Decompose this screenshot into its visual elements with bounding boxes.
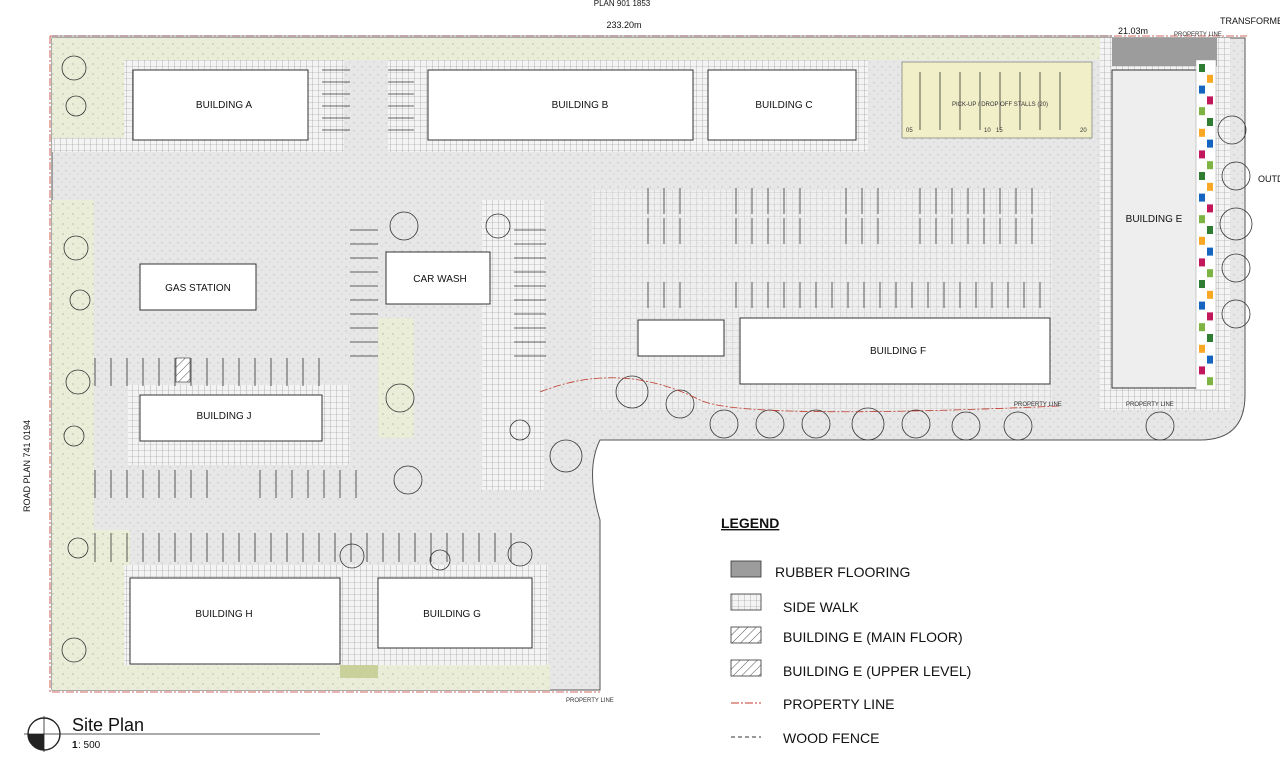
legend-title: LEGEND xyxy=(721,515,779,531)
property-line-curve xyxy=(539,377,1061,413)
sidewalk-left-row xyxy=(52,138,344,152)
colour-tile xyxy=(1207,355,1213,364)
colour-tile xyxy=(1207,118,1213,126)
building-f-shape xyxy=(739,317,1051,385)
building-j-label: BUILDING J xyxy=(196,411,251,422)
stall-15: 15 xyxy=(996,128,1003,134)
building-e-shape xyxy=(1111,69,1201,389)
pickup-label: PICK-UP / DROP OFF STALLS (20) xyxy=(952,102,1048,108)
colour-tile xyxy=(1207,334,1213,342)
property-line-note-3: PROPERTY LINE xyxy=(1174,32,1222,38)
road-plan-label: ROAD PLAN 741 0194 xyxy=(22,420,32,512)
colour-tile xyxy=(1199,258,1205,267)
building-g-shape xyxy=(377,577,533,649)
gas-station-shape xyxy=(139,263,257,311)
colour-tile xyxy=(1207,161,1213,170)
colour-tile xyxy=(1199,323,1205,332)
legend-label-sidewalk: SIDE WALK xyxy=(783,599,859,615)
building-g-label: BUILDING G xyxy=(423,609,481,620)
plan-ref: PLAN 901 1853 xyxy=(594,0,651,8)
colour-tile xyxy=(1207,290,1213,299)
scale-prefix: 1 xyxy=(72,740,78,751)
legend-swatch-upper-level xyxy=(730,659,762,677)
colour-tile xyxy=(1207,377,1213,386)
stall-10: 10 xyxy=(984,128,991,134)
pickup-area xyxy=(901,61,1093,139)
colour-tile xyxy=(1207,226,1213,234)
colour-tile xyxy=(1199,236,1205,245)
property-line-note-2: PROPERTY LINE xyxy=(1126,402,1174,408)
landscape-bottom xyxy=(52,530,130,690)
legend-swatch-main-floor xyxy=(730,626,762,644)
legend-label-fence: WOOD FENCE xyxy=(783,730,879,746)
transformer-label: TRANSFORMER xyxy=(1220,16,1280,26)
building-e-label: BUILDING E xyxy=(1126,214,1183,225)
colour-tile xyxy=(1207,74,1213,83)
outdoor-label: OUTD xyxy=(1258,174,1280,184)
colour-tile xyxy=(1199,150,1205,159)
legend-swatch-sidewalk xyxy=(730,593,762,611)
colour-tile xyxy=(1199,366,1205,375)
stall-05: 05 xyxy=(906,128,913,134)
site-plan-title: Site Plan xyxy=(72,715,144,735)
stall-20: 20 xyxy=(1080,128,1087,134)
pump-island xyxy=(175,357,191,383)
landscape-left xyxy=(52,200,94,530)
building-e-colour-strip xyxy=(1195,59,1217,391)
scale-value: : 500 xyxy=(78,740,101,751)
property-line-note-4: PROPERTY LINE xyxy=(566,698,614,704)
trees xyxy=(61,55,1253,663)
building-h-label: BUILDING H xyxy=(195,609,252,620)
colour-tile xyxy=(1199,193,1205,202)
parking-stalls xyxy=(94,69,1061,562)
legend-label-property-line: PROPERTY LINE xyxy=(783,696,895,712)
colour-tile xyxy=(1199,64,1205,72)
right-dimension: 21.03m xyxy=(1118,26,1148,36)
building-b-shape xyxy=(427,69,694,141)
building-a-label: BUILDING A xyxy=(196,100,252,111)
building-h-shape xyxy=(129,577,341,665)
building-f-annex xyxy=(637,319,725,357)
legend-label-main-floor: BUILDING E (MAIN FLOOR) xyxy=(783,629,963,645)
legend-label-rubber: RUBBER FLOORING xyxy=(775,564,910,580)
building-f-label: BUILDING F xyxy=(870,346,926,357)
colour-tile xyxy=(1199,280,1205,288)
width-dimension: 233.20m xyxy=(606,20,641,30)
gas-station-label: GAS STATION xyxy=(165,283,231,294)
property-line-note-1: PROPERTY LINE xyxy=(1014,402,1062,408)
title-block: Site Plan 1 : 500 xyxy=(24,715,320,752)
colour-tile xyxy=(1207,312,1213,321)
landscape-island xyxy=(378,318,414,438)
car-wash-label: CAR WASH xyxy=(413,274,467,285)
building-b-label: BUILDING B xyxy=(552,100,609,111)
legend-label-upper-level: BUILDING E (UPPER LEVEL) xyxy=(783,663,971,679)
building-c-label: BUILDING C xyxy=(755,100,812,111)
colour-tile xyxy=(1207,182,1213,191)
colour-tile xyxy=(1199,215,1205,224)
colour-tile xyxy=(1207,247,1213,256)
building-j-shape xyxy=(139,394,323,442)
building-a-shape xyxy=(132,69,309,141)
legend-swatch-rubber xyxy=(730,560,762,578)
legend: LEGEND RUBBER FLOORING SIDE WALK BUILDIN… xyxy=(721,515,971,746)
colour-tile xyxy=(1199,301,1205,310)
colour-tile xyxy=(1207,204,1213,213)
landscape-top xyxy=(52,38,1112,60)
colour-tile xyxy=(1199,107,1205,116)
landscape-north-left xyxy=(52,38,124,138)
sidewalk-wash xyxy=(482,200,544,490)
car-wash-shape xyxy=(385,251,491,305)
colour-tile xyxy=(1199,128,1205,137)
colour-tile xyxy=(1207,96,1213,105)
colour-tile xyxy=(1199,344,1205,353)
building-c-shape xyxy=(707,69,857,141)
colour-tile xyxy=(1199,85,1205,94)
colour-tile xyxy=(1199,172,1205,180)
colour-tile xyxy=(1207,139,1213,148)
colour-tile xyxy=(1207,269,1213,278)
buildings xyxy=(129,69,1051,665)
